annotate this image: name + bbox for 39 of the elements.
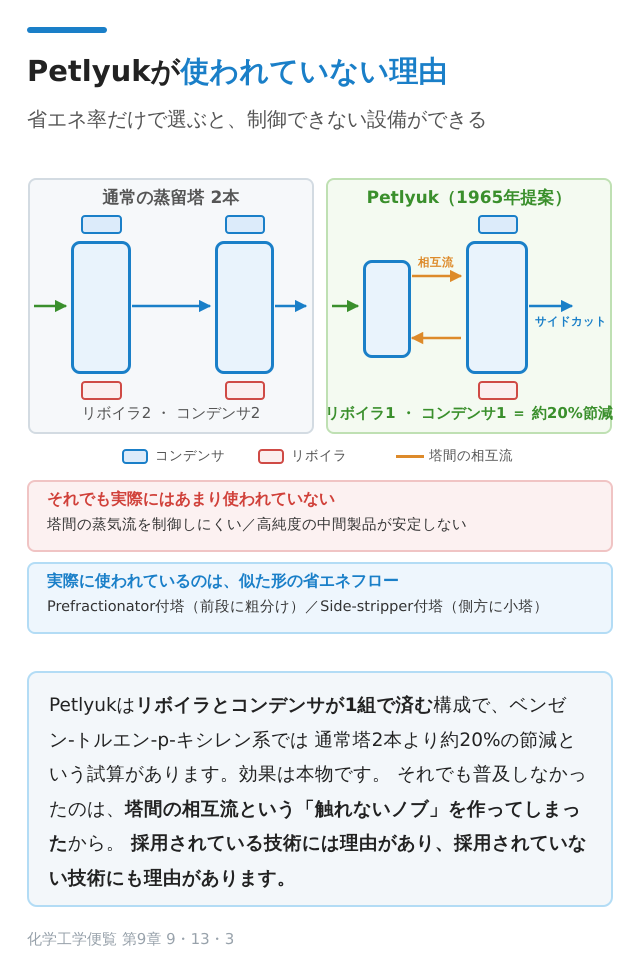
arrow xyxy=(412,270,462,282)
paragraph: Petlyukはリボイラとコンデンサが1組で済む構成で、ベンゼン-トルエン-p-キシレン系では 通常塔2本より約20%の節減という試算があります。効果は本物です。 それでも普及しなかったのは、塔間の相互流という「触れないノブ」を作ってしまったから。 採用されている技術には理由があり、採用されていない技術にも理由があります。 xyxy=(49,694,588,890)
legend-label: 塔間の相互流 xyxy=(429,447,513,465)
reboiler-box xyxy=(225,381,265,400)
panel-footer: リボイラ2 ・ コンデンサ2 xyxy=(24,404,318,423)
column-box xyxy=(466,241,528,374)
source-note: 化学工学便覧 第9章 9・13・3 xyxy=(27,930,234,949)
note-heading: それでも実際にはあまり使われていない xyxy=(47,489,335,510)
condenser-box xyxy=(478,215,518,234)
arrow xyxy=(332,300,360,312)
column-box xyxy=(363,260,411,358)
arrow xyxy=(275,300,308,312)
arrow xyxy=(132,300,212,312)
note-heading: 実際に使われているのは、似た形の省エネフロー xyxy=(47,571,399,592)
reboiler-box xyxy=(478,381,518,400)
text-box xyxy=(27,671,613,907)
column-box xyxy=(215,241,274,374)
legend-label: リボイラ xyxy=(291,447,347,465)
panel-footer: リボイラ1 ・ コンデンサ1 ＝ 約20%節減 xyxy=(322,404,616,423)
panel-heading: Petlyuk（1965年提案） xyxy=(366,187,572,209)
subtitle: 省エネ率だけで選ぶと、制御できない設備ができる xyxy=(27,106,487,133)
edge-label: サイドカット xyxy=(535,314,607,329)
arrow xyxy=(34,300,68,312)
diagram-panel xyxy=(28,178,314,434)
edge-label: 相互流 xyxy=(418,255,454,270)
note-box xyxy=(27,480,613,552)
note-text: 塔間の蒸気流を制御しにくい／高純度の中間製品が安定しない xyxy=(47,516,467,534)
column-box xyxy=(71,241,131,374)
reboiler-box xyxy=(81,381,122,400)
note-text: Prefractionator付塔（前段に粗分け）／Side-stripper付塔（側方に小塔） xyxy=(47,598,548,616)
diagram-panel xyxy=(326,178,612,434)
title: Petlyukが使われていない理由 xyxy=(27,53,448,90)
panel-heading: 通常の蒸留塔 2本 xyxy=(102,187,240,209)
arrow xyxy=(529,300,574,312)
condenser-box xyxy=(225,215,265,234)
legend-label: コンデンサ xyxy=(155,447,225,465)
note-box xyxy=(27,562,613,634)
arrow xyxy=(410,332,461,344)
condenser-box xyxy=(81,215,122,234)
